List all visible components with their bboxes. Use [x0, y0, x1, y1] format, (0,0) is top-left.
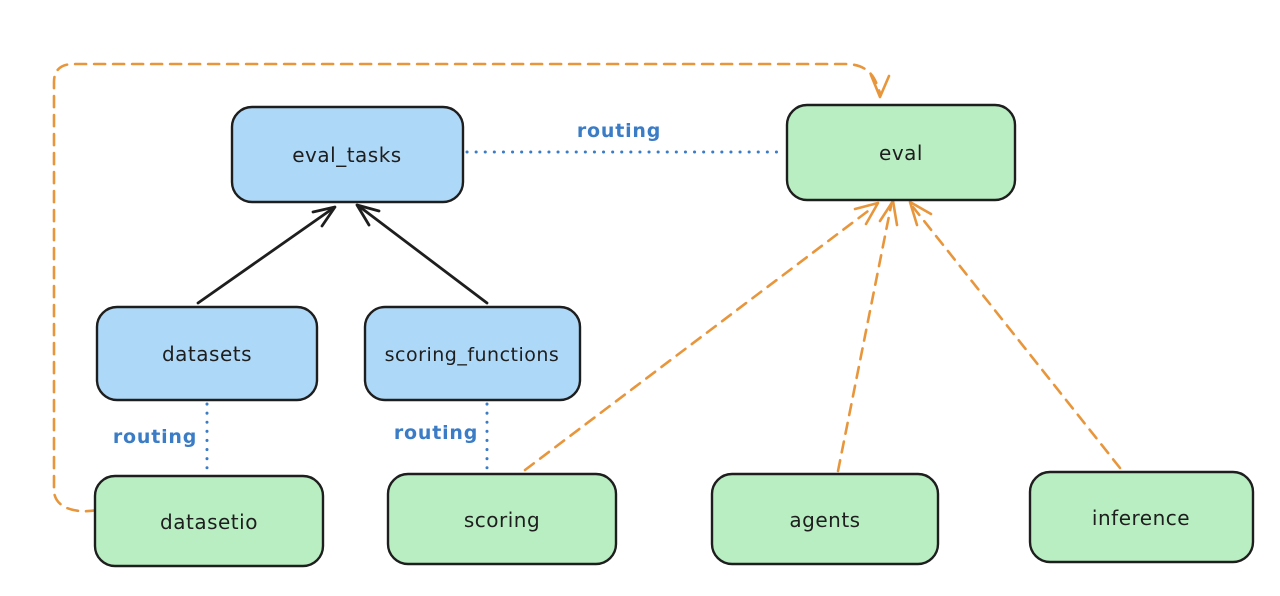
edge-agents-to-eval	[836, 204, 893, 473]
node-agents-label: agents	[789, 508, 860, 532]
node-datasetio-label: datasetio	[160, 510, 258, 534]
node-eval-box	[785, 103, 1017, 202]
arrowhead-scoring-functions-to-eval-tasks	[355, 203, 381, 227]
edge-datasets-to-eval-tasks	[196, 207, 334, 305]
node-datasets: datasets	[95, 305, 319, 402]
node-scoring: scoring	[386, 472, 618, 566]
node-scoring-functions-box	[363, 305, 582, 402]
edge-scoring-functions-to-eval-tasks	[358, 205, 489, 305]
edge-inference-to-eval	[911, 205, 1122, 470]
arrowhead-datasetio-to-eval	[869, 73, 891, 99]
arrowhead-datasets-to-eval-tasks	[311, 205, 337, 228]
node-scoring-box	[386, 472, 618, 566]
node-scoring-functions: scoring_functions	[363, 305, 582, 402]
node-datasetio: datasetio	[93, 474, 325, 568]
node-datasets-box	[95, 305, 319, 402]
node-eval: eval	[785, 103, 1017, 202]
node-eval-tasks-label: eval_tasks	[292, 143, 401, 167]
arrowhead-scoring-to-eval	[853, 201, 880, 226]
node-eval-tasks: eval_tasks	[230, 105, 465, 204]
edge-scoring-to-eval	[523, 206, 874, 472]
routing-label-scoring-functions-scoring: routing	[394, 422, 478, 444]
node-inference: inference	[1028, 470, 1255, 564]
node-datasets-label: datasets	[162, 342, 252, 366]
node-agents-box	[710, 472, 940, 566]
node-scoring-label: scoring	[464, 508, 540, 532]
node-inference-label: inference	[1092, 506, 1190, 530]
node-datasetio-box	[93, 474, 325, 568]
routing-label-datasets-datasetio: routing	[113, 426, 197, 448]
arrowhead-inference-to-eval	[908, 200, 933, 227]
node-agents: agents	[710, 472, 940, 566]
node-scoring-functions-label: scoring_functions	[385, 344, 560, 366]
node-eval-label: eval	[879, 141, 923, 165]
node-inference-box	[1028, 470, 1255, 564]
node-eval-tasks-box	[230, 105, 465, 204]
edge-datasetio-to-eval	[52, 62, 882, 513]
routing-label-eval-tasks-eval: routing	[577, 120, 661, 142]
